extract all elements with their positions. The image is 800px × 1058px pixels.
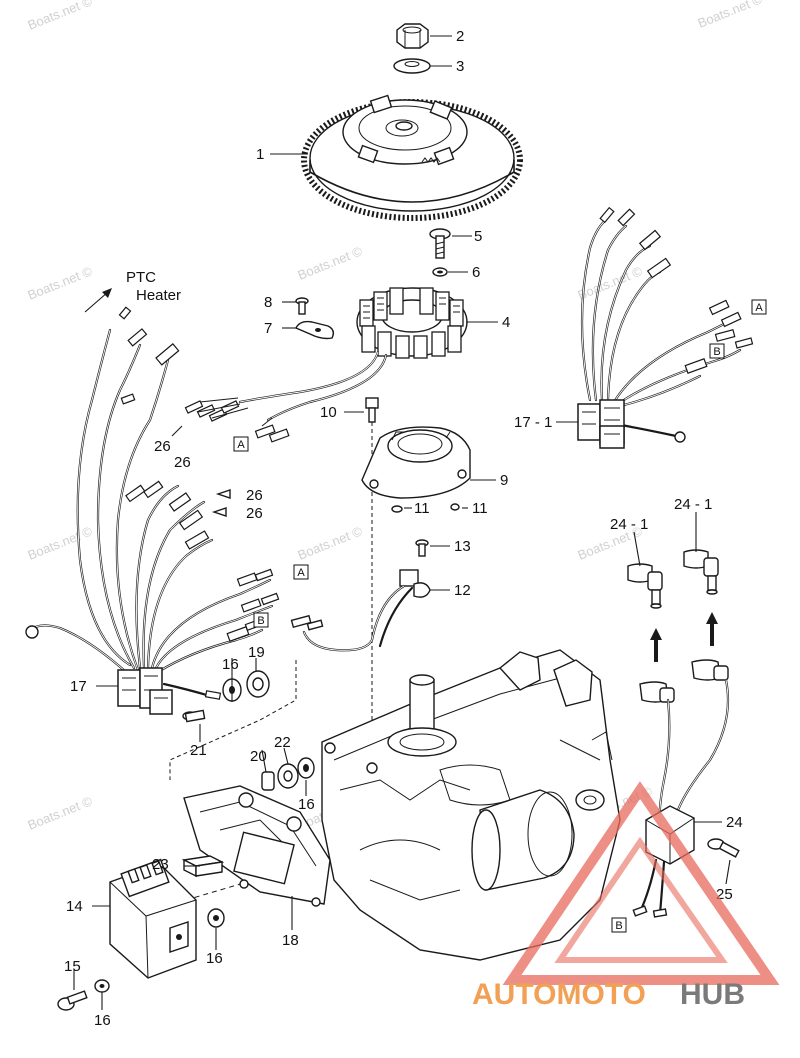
connector-label-b: B <box>253 612 269 628</box>
cdi-unit-part-14 <box>109 858 197 979</box>
part-number-13: 13 <box>454 538 471 555</box>
svg-text:B: B <box>257 615 264 627</box>
part-number-8: 8 <box>264 294 272 311</box>
bolt-part-25 <box>707 838 740 858</box>
part-number-17-1: 17 - 1 <box>514 414 552 431</box>
part-number-21: 21 <box>190 742 207 759</box>
svg-text:A: A <box>755 302 763 314</box>
part-number-26: 26 <box>246 487 263 504</box>
part-number-23: 23 <box>152 856 169 873</box>
ptc-label: PTC <box>126 269 156 286</box>
up-arrow-icon <box>706 612 718 646</box>
stator-part-4 <box>356 287 468 359</box>
part-number-22: 22 <box>274 734 291 751</box>
part-number-6: 6 <box>472 264 480 281</box>
bolt-part-21 <box>182 709 206 723</box>
logo-text-automoto: AUTOMOTO <box>472 978 646 1011</box>
watermark: Boats.net © <box>296 523 365 563</box>
pad-part-23 <box>181 855 225 878</box>
part-number-16: 16 <box>298 796 315 813</box>
part-number-16: 16 <box>222 656 239 673</box>
wiring-harness-part-17-1 <box>577 206 754 449</box>
watermark: Boats.net © <box>296 243 365 283</box>
part-number-9: 9 <box>500 472 508 489</box>
pulser-coil-base-part-9 <box>361 426 471 499</box>
part-number-16: 16 <box>206 950 223 967</box>
engine-crankcase <box>321 649 621 961</box>
part-number-5: 5 <box>474 228 482 245</box>
logo-text-hub: HUB <box>680 978 745 1011</box>
heater-label: Heater <box>136 287 181 304</box>
part-number-26: 26 <box>174 454 191 471</box>
bolt-part-10 <box>365 397 379 423</box>
watermark: Boats.net © <box>26 523 95 563</box>
spacer-part-20 <box>261 771 275 791</box>
part-number-20: 20 <box>250 748 267 765</box>
collar-part-22 <box>277 763 299 789</box>
part-number-4: 4 <box>502 314 510 331</box>
part-number-26: 26 <box>246 505 263 522</box>
part-number-2: 2 <box>456 28 464 45</box>
nut-part-2 <box>396 23 429 49</box>
watermark: Boats.net © <box>696 0 765 31</box>
part-number-12: 12 <box>454 582 471 599</box>
part-number-26: 26 <box>154 438 171 455</box>
washer-part-6 <box>432 267 448 277</box>
svg-text:A: A <box>237 439 245 451</box>
part-number-24-1: 24 - 1 <box>674 496 712 513</box>
washer-part-16 <box>297 757 315 779</box>
part-number-10: 10 <box>320 404 337 421</box>
part-number-14: 14 <box>66 898 83 915</box>
watermark: Boats.net © <box>26 793 95 833</box>
wiring-harness-part-17 <box>25 306 280 715</box>
part-number-7: 7 <box>264 320 272 337</box>
part-number-11: 11 <box>472 500 488 517</box>
connector-label-a: A <box>751 299 767 315</box>
grommet-part-19 <box>246 670 270 698</box>
plug-cap-part-24-1 <box>627 563 663 609</box>
part-number-19: 19 <box>248 644 265 661</box>
part-number-15: 15 <box>64 958 81 975</box>
clamp-part-7 <box>295 320 335 340</box>
washer-part-16 <box>207 908 225 928</box>
washer-part-16 <box>94 979 110 993</box>
part-number-16: 16 <box>94 1012 111 1029</box>
stator-harness <box>184 350 388 443</box>
sensor-part-12 <box>290 569 431 652</box>
flywheel-part-1 <box>301 94 523 221</box>
screw-part-8 <box>295 297 309 315</box>
bolt-part-15 <box>57 990 88 1011</box>
connector-label-b: B <box>709 343 725 359</box>
screw-part-13 <box>415 539 429 557</box>
part-number-3: 3 <box>456 58 464 75</box>
watermark: Boats.net © <box>26 263 95 303</box>
part-number-24: 24 <box>726 814 743 831</box>
leader-lines <box>73 35 731 1010</box>
watermark: Boats.net © <box>26 0 95 33</box>
part-number-17: 17 <box>70 678 87 695</box>
svg-text:B: B <box>713 346 720 358</box>
connector-label-b: B <box>611 917 627 933</box>
automotohub-logo: AUTOMOTO HUB <box>472 781 780 1011</box>
part-number-1: 1 <box>256 146 264 163</box>
washer-part-3 <box>393 58 431 74</box>
svg-text:A: A <box>297 567 305 579</box>
connector-label-a: A <box>293 564 309 580</box>
up-arrow-icon <box>650 628 662 662</box>
plug-cap-part-24-1 <box>683 549 719 595</box>
bushing-part-11 <box>391 503 460 513</box>
part-number-24-1: 24 - 1 <box>610 516 648 533</box>
part-number-18: 18 <box>282 932 299 949</box>
bolt-part-5 <box>429 228 451 259</box>
connector-label-a: A <box>233 436 249 452</box>
part-number-11: 11 <box>414 500 430 517</box>
svg-text:B: B <box>615 920 622 932</box>
